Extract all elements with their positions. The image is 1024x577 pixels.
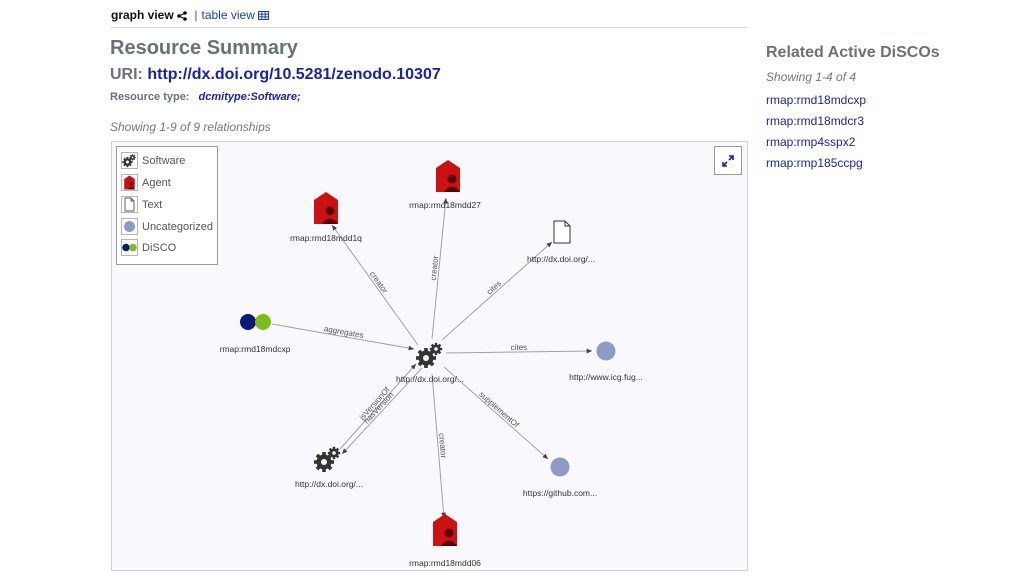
uncategorized-node-right[interactable]: http://www.icg.fug... xyxy=(569,341,643,383)
legend-item-text: Text xyxy=(121,195,162,214)
edge-cites-doc xyxy=(441,241,553,341)
software-version-node-label: http://dx.doi.org/... xyxy=(295,479,363,489)
uncategorized-node-github[interactable]: https://github.com... xyxy=(523,457,597,499)
agent-icon xyxy=(433,514,457,546)
agent-node-left-label: rmap:rmd18mdd1q xyxy=(290,233,362,243)
graph-view-label: graph view xyxy=(111,8,174,22)
edge-aggregates xyxy=(271,323,415,351)
agent-node-top[interactable]: rmap:rmd18mdd27 xyxy=(409,160,481,210)
text-node[interactable]: http://dx.doi.org/... xyxy=(527,220,595,264)
view-switcher: graph view |table view xyxy=(111,8,747,28)
legend-item-uncategorized: Uncategorized xyxy=(121,217,213,236)
agent-node-bottom-label: rmap:rmd18mdd06 xyxy=(409,558,481,568)
disco-icon xyxy=(122,243,137,252)
disco-icon xyxy=(240,314,271,330)
disco-node[interactable]: rmap:rmd18mdcxp xyxy=(220,314,291,354)
edge-label-supplement-of: supplementOf xyxy=(477,390,521,430)
software-version-node[interactable]: http://dx.doi.org/... xyxy=(295,446,363,489)
edge-cites-right xyxy=(445,348,593,354)
edge-label-creator-top: creator xyxy=(429,255,440,281)
gears-icon xyxy=(314,446,341,472)
related-disco-link[interactable]: rmap:rmp4sspx2 xyxy=(766,135,856,149)
disco-node-label: rmap:rmd18mdcxp xyxy=(220,344,291,354)
edge-label-creator-bottom: creator xyxy=(437,433,448,459)
graph-view-link[interactable]: graph view xyxy=(111,8,190,22)
edge-label-cites-right: cites xyxy=(511,343,528,352)
relationship-graph[interactable]: creatorcreatorcitesaggregatescitesisVers… xyxy=(112,142,749,572)
agent-node-top-label: rmap:rmd18mdd27 xyxy=(409,200,481,210)
center-node-label: http://dx.doi.org/... xyxy=(396,374,464,384)
uncategorized-node-github-label: https://github.com... xyxy=(523,488,597,498)
circle-icon xyxy=(550,457,570,477)
gears-icon xyxy=(416,342,443,368)
document-icon xyxy=(553,220,571,244)
edge-creator-bottom xyxy=(431,373,446,519)
agent-node-bottom[interactable]: rmap:rmd18mdd06 xyxy=(409,514,481,568)
edge-is-version-of xyxy=(339,363,417,450)
resource-type-line: Resource type: dcmitype:Software; xyxy=(110,91,301,103)
agent-icon xyxy=(314,192,338,224)
table-view-link[interactable]: table view xyxy=(202,8,270,22)
legend-item-disco: DiSCO xyxy=(121,238,176,257)
view-separator: | xyxy=(194,8,198,22)
related-discos-count: Showing 1-4 of 4 xyxy=(766,70,857,84)
center-node[interactable]: http://dx.doi.org/... xyxy=(396,342,464,384)
legend-label: Uncategorized xyxy=(142,220,213,233)
edge-creator-left xyxy=(331,224,419,346)
text-node-label: http://dx.doi.org/... xyxy=(527,254,595,264)
edge-has-version xyxy=(341,367,423,455)
legend-label: Text xyxy=(142,198,163,211)
related-disco-link[interactable]: rmap:rmp185ccpg xyxy=(766,156,863,170)
table-icon xyxy=(258,11,270,21)
edge-label-creator-left: creator xyxy=(368,270,390,296)
expand-icon xyxy=(722,154,734,167)
relationships-count: Showing 1-9 of 9 relationships xyxy=(110,120,271,134)
graph-legend: Software Agent Text Uncategorized DiSCO xyxy=(116,146,218,265)
legend-label: DiSCO xyxy=(142,241,177,254)
edge-creator-top xyxy=(431,197,448,340)
agent-icon xyxy=(436,160,460,192)
page-title: Resource Summary xyxy=(110,37,298,59)
resource-type-value[interactable]: dcmitype:Software; xyxy=(198,91,301,103)
legend-label: Software xyxy=(142,154,186,167)
document-icon xyxy=(124,197,135,212)
uri-label: URI: xyxy=(110,66,143,83)
circle-icon xyxy=(596,341,616,361)
uri-link[interactable]: http://dx.doi.org/10.5281/zenodo.10307 xyxy=(147,66,441,83)
related-discos-title: Related Active DiSCOs xyxy=(766,44,940,61)
edge-label-aggregates: aggregates xyxy=(323,324,364,340)
share-icon xyxy=(177,11,187,21)
uri-line: URI: http://dx.doi.org/10.5281/zenodo.10… xyxy=(110,66,441,84)
table-view-label: table view xyxy=(201,8,255,22)
legend-item-agent: Agent xyxy=(121,173,171,192)
edge-supplement-of xyxy=(443,366,549,460)
related-disco-link[interactable]: rmap:rmd18mdcr3 xyxy=(766,114,865,128)
legend-item-software: Software xyxy=(121,151,185,170)
legend-label: Agent xyxy=(142,176,171,189)
agent-node-left[interactable]: rmap:rmd18mdd1q xyxy=(290,192,362,243)
resource-type-label: Resource type: xyxy=(110,91,190,103)
circle-icon xyxy=(124,221,135,232)
gears-icon xyxy=(122,154,136,168)
related-disco-link[interactable]: rmap:rmd18mdcxp xyxy=(766,93,867,107)
uncategorized-node-right-label: http://www.icg.fug... xyxy=(569,372,643,382)
expand-graph-button[interactable] xyxy=(714,146,742,175)
agent-icon xyxy=(124,175,135,190)
